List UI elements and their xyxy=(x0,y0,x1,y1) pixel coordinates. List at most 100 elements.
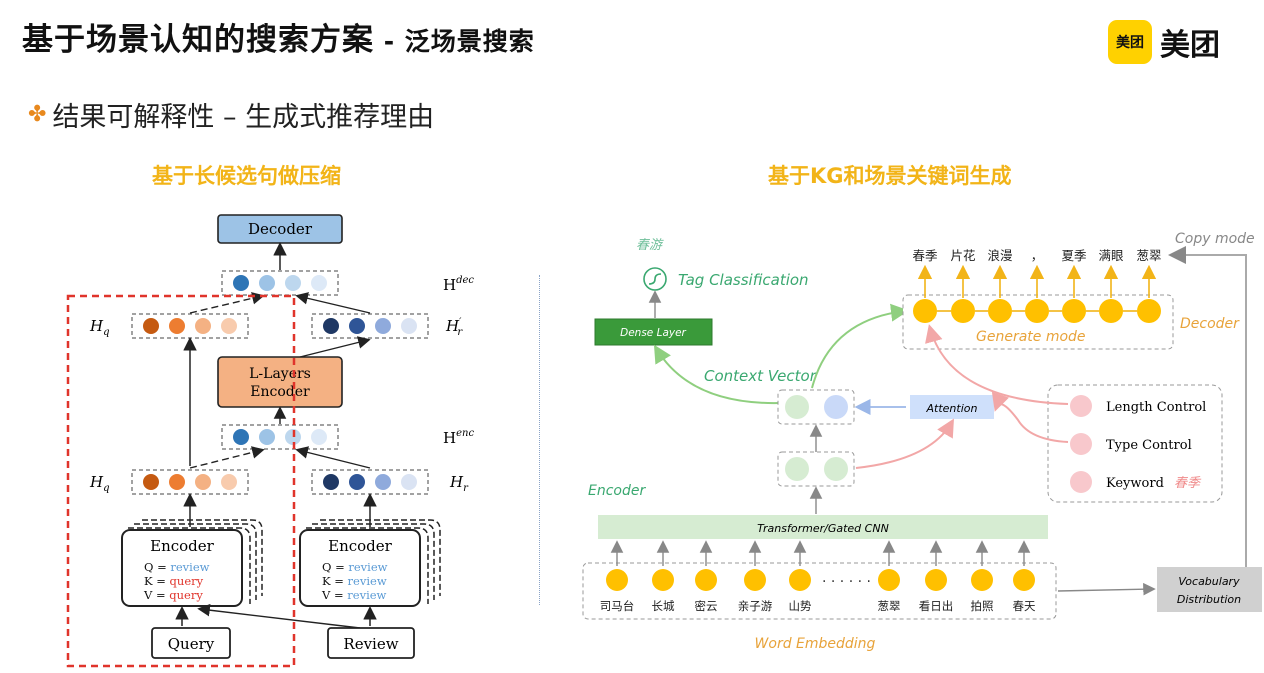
output-token-dot xyxy=(988,299,1012,323)
word-embedding-label: Word Embedding xyxy=(755,636,876,652)
review-input-box: Review xyxy=(327,627,415,659)
logo-badge: 美团 xyxy=(1108,20,1152,64)
type-control-label: Type Control xyxy=(1106,438,1192,453)
hq-bottom-vector xyxy=(131,469,249,495)
output-token-label: ， xyxy=(1031,248,1044,263)
hr-prime-label: H′r xyxy=(445,317,463,338)
input-tokens: 司马台 长城 密云 亲子游 山势 葱翠 看日出 拍照 春天 xyxy=(600,540,1036,613)
output-token-label: 片花 xyxy=(950,248,975,263)
right-encoder-q: Q = review xyxy=(322,560,388,574)
input-token-dot xyxy=(789,569,811,591)
vocab-line1: Vocabulary xyxy=(1178,575,1240,588)
henc-vector xyxy=(221,424,339,450)
l-layers-line2: Encoder xyxy=(250,384,310,400)
encoder-label: Encoder xyxy=(588,483,646,499)
transformer-block: Transformer/Gated CNN xyxy=(598,515,1048,539)
output-token-label: 满眼 xyxy=(1098,248,1124,263)
attention-block: Attention xyxy=(910,395,994,419)
bullet-text: 结果可解释性 – 生成式推荐理由 xyxy=(52,102,435,133)
input-token-dot xyxy=(744,569,766,591)
hr-vector xyxy=(311,469,429,495)
review-label: Review xyxy=(343,635,398,653)
input-token-dot xyxy=(925,569,947,591)
output-token-dot xyxy=(1025,299,1049,323)
input-token-label: 看日出 xyxy=(919,599,954,613)
bullet-point: ✤ 结果可解释性 – 生成式推荐理由 xyxy=(28,95,434,134)
output-token-label: 春季 xyxy=(912,248,938,263)
left-section-title: 基于长候选句做压缩 xyxy=(152,164,341,188)
left-encoder-q: Q = review xyxy=(144,560,210,574)
length-control-label: Length Control xyxy=(1106,400,1206,415)
logo-text: 美团 xyxy=(1160,28,1220,63)
output-token-dot xyxy=(1099,299,1123,323)
tag-classification-label: Tag Classification xyxy=(678,271,809,289)
copy-mode-label: Copy mode xyxy=(1175,231,1255,247)
meituan-logo: 美团 美团 xyxy=(1108,20,1220,64)
attention-label: Attention xyxy=(926,402,978,415)
left-encoder-stack: Encoder Q = review K = query V = query xyxy=(121,519,263,607)
title-main: 基于场景认知的搜索方案 xyxy=(22,22,374,58)
input-token-label: 长城 xyxy=(652,599,675,613)
output-token-dot xyxy=(1062,299,1086,323)
input-token-dot xyxy=(1013,569,1035,591)
input-token-dot xyxy=(652,569,674,591)
dense-layer-block: Dense Layer xyxy=(594,318,713,346)
context-vector-label: Context Vector xyxy=(704,367,817,385)
hr-label: Hr xyxy=(449,473,469,494)
input-token-label: 山势 xyxy=(789,599,812,613)
output-token-dot xyxy=(951,299,975,323)
output-token-label: 葱翠 xyxy=(1136,248,1161,263)
keyword-label: Keyword xyxy=(1106,476,1164,491)
transformer-label: Transformer/Gated CNN xyxy=(757,522,889,535)
encoder-hidden-box xyxy=(777,451,855,487)
input-token-label: 拍照 xyxy=(971,599,994,613)
title-sub: 泛场景搜索 xyxy=(404,27,535,56)
dense-layer-label: Dense Layer xyxy=(620,327,686,339)
input-token-label: 密云 xyxy=(695,599,718,613)
orange-flower-bullet-icon: ✤ xyxy=(28,102,47,127)
left-encoder-title: Encoder xyxy=(150,537,215,555)
input-token-dot xyxy=(606,569,628,591)
hq-top-vector xyxy=(131,313,249,339)
hq-top-label: Hq xyxy=(89,317,110,338)
output-token-label: 夏季 xyxy=(1061,248,1087,263)
right-encoder-k: K = review xyxy=(322,574,387,588)
query-input-box: Query xyxy=(151,627,231,659)
input-token-dot xyxy=(971,569,993,591)
output-tokens: 春季片花浪漫 ， 夏季满眼葱翠 xyxy=(912,248,1162,323)
henc-label: Henc xyxy=(443,428,474,447)
hdec-vector xyxy=(221,270,339,296)
input-ellipsis: · · · · · · xyxy=(822,574,871,590)
input-token-label: 亲子游 xyxy=(738,599,773,613)
l-layers-line1: L-Layers xyxy=(249,366,311,382)
input-token-label: 春天 xyxy=(1013,599,1036,613)
context-vector-box xyxy=(777,389,855,425)
query-label: Query xyxy=(168,635,215,653)
keyword-value: 春季 xyxy=(1174,476,1202,491)
output-token-dot xyxy=(913,299,937,323)
vocab-line2: Distribution xyxy=(1177,593,1241,606)
left-encoder-v: V = query xyxy=(143,588,203,602)
generate-mode-label: Generate mode xyxy=(976,329,1086,345)
title-separator: - xyxy=(374,27,405,56)
left-encoder-k: K = query xyxy=(144,574,204,588)
left-decoder-label: Decoder xyxy=(248,220,313,238)
input-token-label: 葱翠 xyxy=(878,599,901,613)
sigmoid-icon xyxy=(643,267,667,291)
output-token-label: 浪漫 xyxy=(987,248,1012,263)
controls-panel: Length Control Type Control Keyword 春季 xyxy=(1047,384,1223,503)
left-decoder-block: Decoder xyxy=(217,214,343,244)
vocabulary-distribution-block: Vocabulary Distribution xyxy=(1157,567,1262,612)
column-divider xyxy=(539,275,540,605)
hq-bottom-label: Hq xyxy=(89,473,110,494)
right-section-title: 基于KG和场景关键词生成 xyxy=(768,164,1012,188)
right-encoder-v: V = review xyxy=(321,588,387,602)
hr-prime-vector xyxy=(311,313,429,339)
l-layers-encoder-block: L-Layers Encoder xyxy=(217,356,343,408)
tag-output-label: 春游 xyxy=(636,238,664,253)
output-token-dot xyxy=(1137,299,1161,323)
right-decoder-label: Decoder xyxy=(1180,316,1240,332)
input-token-label: 司马台 xyxy=(600,599,635,613)
hdec-label: Hdec xyxy=(443,275,474,294)
